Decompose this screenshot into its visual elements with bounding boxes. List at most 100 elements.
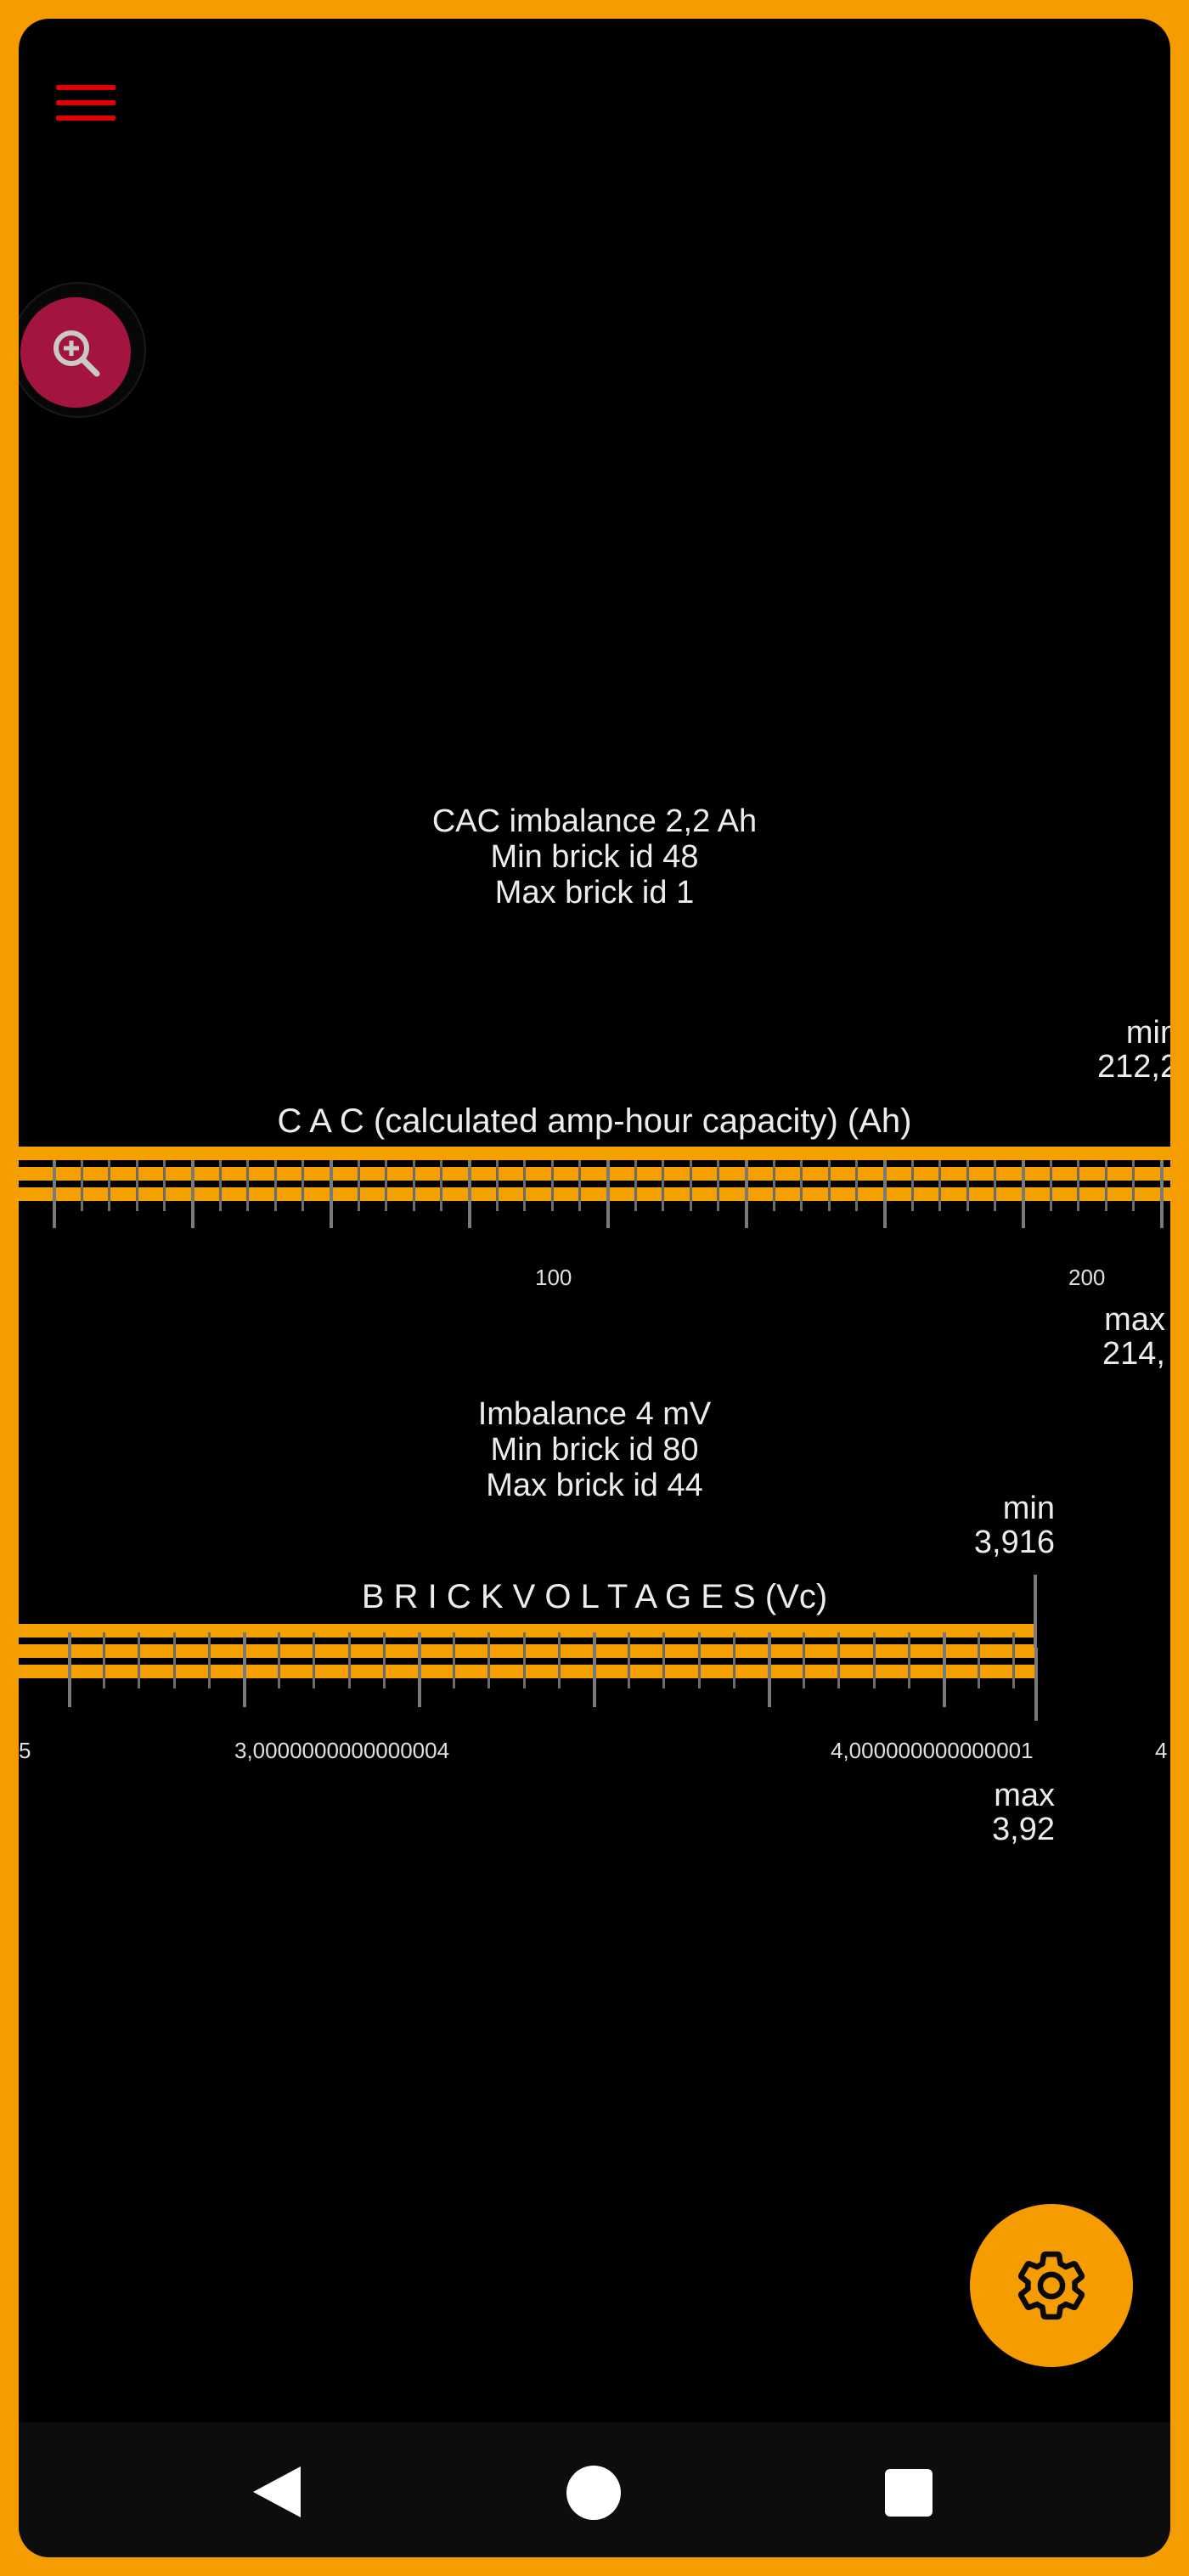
axis-major-tick xyxy=(745,1160,748,1228)
voltage-tick-label: 5 xyxy=(19,1738,31,1763)
axis-minor-tick xyxy=(662,1160,665,1211)
axis-minor-tick xyxy=(103,1632,106,1688)
axis-minor-tick xyxy=(347,1632,351,1688)
axis-minor-tick xyxy=(855,1160,859,1211)
axis-major-tick xyxy=(68,1632,71,1707)
voltage-tick-label: 4,000000000000001 xyxy=(831,1738,1034,1763)
axis-minor-tick xyxy=(382,1632,386,1688)
cac-axis-title: C A C (calculated amp-hour capacity) (Ah… xyxy=(277,1102,912,1140)
voltage-max-line xyxy=(1034,1648,1038,1721)
axis-minor-tick xyxy=(440,1160,443,1211)
axis-major-tick xyxy=(330,1160,333,1228)
zoom-button[interactable] xyxy=(20,297,131,408)
axis-minor-tick xyxy=(662,1632,666,1688)
back-triangle-icon[interactable] xyxy=(250,2465,304,2519)
hamburger-menu-icon[interactable] xyxy=(54,70,122,138)
axis-minor-tick xyxy=(495,1160,499,1211)
axis-minor-tick xyxy=(1104,1160,1107,1211)
recents-square-icon[interactable] xyxy=(884,2468,933,2517)
voltage-bar xyxy=(19,1644,1036,1658)
axis-minor-tick xyxy=(689,1160,692,1211)
voltage-tick-label: 4 xyxy=(1155,1738,1168,1763)
axis-minor-tick xyxy=(938,1160,942,1211)
cac-bar-chart xyxy=(19,1145,1170,1228)
axis-minor-tick xyxy=(1012,1632,1016,1688)
axis-minor-tick xyxy=(313,1632,316,1688)
axis-minor-tick xyxy=(910,1160,914,1211)
cac-min-brick-text: Min brick id 48 xyxy=(490,839,699,875)
voltage-min-marker: min 3,916 xyxy=(946,1491,1055,1559)
voltage-axis-title: B R I C K V O L T A G E S (Vc) xyxy=(361,1578,828,1615)
axis-minor-tick xyxy=(803,1632,806,1688)
voltage-max-marker: max 3,92 xyxy=(946,1778,1055,1846)
axis-minor-tick xyxy=(523,1160,527,1211)
axis-major-tick xyxy=(768,1632,771,1707)
axis-minor-tick xyxy=(412,1160,415,1211)
home-circle-icon[interactable] xyxy=(566,2465,622,2521)
cac-bar xyxy=(19,1167,1170,1181)
axis-minor-tick xyxy=(273,1160,277,1211)
voltage-max-label: max xyxy=(994,1778,1055,1813)
axis-minor-tick xyxy=(978,1632,981,1688)
axis-minor-tick xyxy=(578,1160,582,1211)
axis-minor-tick xyxy=(697,1632,701,1688)
voltage-min-label: min xyxy=(1002,1491,1055,1526)
cac-bar xyxy=(19,1187,1170,1201)
axis-minor-tick xyxy=(1049,1160,1052,1211)
voltage-bar-chart xyxy=(19,1575,1170,1728)
axis-minor-tick xyxy=(218,1160,222,1211)
axis-minor-tick xyxy=(550,1160,554,1211)
axis-minor-tick xyxy=(301,1160,305,1211)
axis-minor-tick xyxy=(634,1160,637,1211)
axis-minor-tick xyxy=(163,1160,166,1211)
voltage-bar xyxy=(19,1665,1036,1678)
voltage-tick-label: 3,0000000000000004 xyxy=(234,1738,450,1763)
cac-summary: CAC imbalance 2,2 Ah Min brick id 48 Max… xyxy=(19,803,1170,910)
voltage-imbalance-text: Imbalance 4 mV xyxy=(477,1396,712,1432)
cac-max-value: 214, xyxy=(1102,1336,1165,1372)
cac-max-marker: max 214, xyxy=(1102,1303,1165,1371)
voltage-min-line xyxy=(1034,1575,1037,1648)
axis-minor-tick xyxy=(80,1160,83,1211)
settings-button[interactable] xyxy=(970,2204,1133,2367)
cac-tick-label: 200 xyxy=(1068,1265,1106,1290)
axis-major-tick xyxy=(1160,1160,1164,1228)
axis-minor-tick xyxy=(108,1160,111,1211)
axis-minor-tick xyxy=(135,1160,138,1211)
axis-minor-tick xyxy=(357,1160,360,1211)
axis-minor-tick xyxy=(172,1632,176,1688)
axis-major-tick xyxy=(243,1632,246,1707)
axis-minor-tick xyxy=(800,1160,803,1211)
gear-icon xyxy=(1017,2251,1085,2320)
axis-minor-tick xyxy=(522,1632,526,1688)
axis-major-tick xyxy=(418,1632,421,1707)
axis-minor-tick xyxy=(994,1160,997,1211)
cac-max-label: max xyxy=(1104,1302,1165,1338)
cac-min-label: min xyxy=(1125,1015,1170,1051)
axis-minor-tick xyxy=(907,1632,910,1688)
axis-minor-tick xyxy=(1077,1160,1080,1211)
axis-major-tick xyxy=(191,1160,194,1228)
axis-minor-tick xyxy=(138,1632,141,1688)
axis-major-tick xyxy=(883,1160,887,1228)
cac-min-marker: min 212,2 xyxy=(1097,1016,1170,1084)
axis-minor-tick xyxy=(872,1632,876,1688)
axis-minor-tick xyxy=(717,1160,720,1211)
voltage-bar xyxy=(19,1624,1036,1637)
axis-minor-tick xyxy=(966,1160,969,1211)
voltage-max-value: 3,92 xyxy=(992,1812,1055,1847)
axis-minor-tick xyxy=(628,1632,631,1688)
cac-tick-label: 100 xyxy=(535,1265,572,1290)
voltage-min-value: 3,916 xyxy=(973,1525,1055,1560)
cac-imbalance-text: CAC imbalance 2,2 Ah xyxy=(431,803,758,839)
cac-bar xyxy=(19,1147,1170,1160)
axis-minor-tick xyxy=(1132,1160,1135,1211)
axis-minor-tick xyxy=(246,1160,250,1211)
axis-major-tick xyxy=(53,1160,56,1228)
cac-min-value: 212,2 xyxy=(1097,1049,1170,1085)
axis-minor-tick xyxy=(557,1632,561,1688)
cac-max-brick-text: Max brick id 1 xyxy=(494,875,695,910)
axis-minor-tick xyxy=(487,1632,491,1688)
axis-minor-tick xyxy=(207,1632,211,1688)
app-screen: CAC imbalance 2,2 Ah Min brick id 48 Max… xyxy=(19,19,1170,2557)
